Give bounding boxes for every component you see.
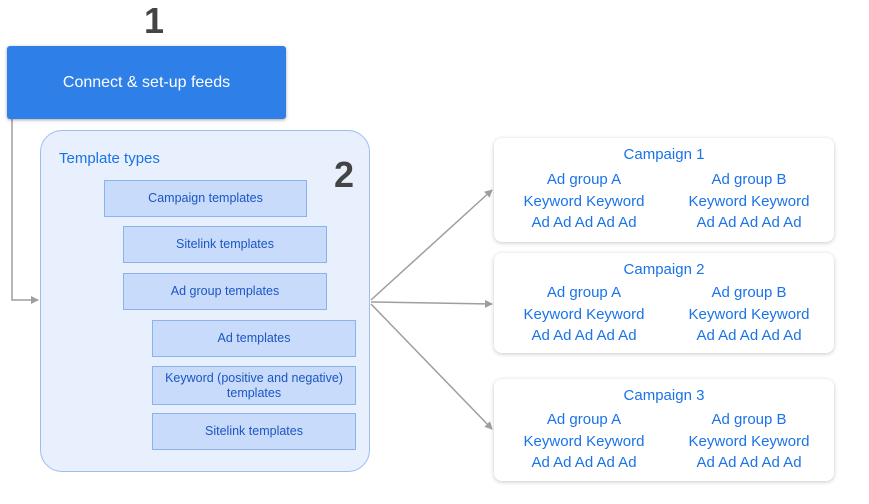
keywords-line: Keyword Keyword (688, 432, 810, 450)
arrow-to-campaign-2 (370, 299, 493, 308)
ad-group-column: Ad group B Keyword Keyword Ad Ad Ad Ad A… (664, 282, 834, 347)
ad-group-name: Ad group A (546, 411, 622, 428)
ad-templates-box[interactable]: Ad templates (152, 320, 356, 357)
ad-group-templates-box[interactable]: Ad group templates (123, 273, 327, 310)
keyword-templates-box[interactable]: Keyword (positive and negative) template… (152, 366, 356, 405)
ad-group-name: Ad group B (711, 284, 787, 301)
ad-group-column: Ad group A Keyword Keyword Ad Ad Ad Ad A… (499, 169, 669, 234)
arrow-to-campaign-1 (370, 189, 493, 301)
keywords-line: Keyword Keyword (688, 305, 810, 323)
ad-group-column: Ad group A Keyword Keyword Ad Ad Ad Ad A… (499, 409, 669, 474)
campaign-title: Campaign 2 (623, 261, 705, 278)
ads-line: Ad Ad Ad Ad Ad (696, 454, 802, 471)
ads-line: Ad Ad Ad Ad Ad (696, 327, 802, 344)
ads-line: Ad Ad Ad Ad Ad (531, 327, 637, 344)
arrow-to-campaign-3 (370, 303, 493, 430)
sitelink-templates-box[interactable]: Sitelink templates (123, 226, 327, 263)
step-number-2: 2 (334, 154, 355, 195)
ad-group-name: Ad group A (546, 284, 622, 301)
keywords-line: Keyword Keyword (688, 192, 810, 210)
template-types-title: Template types (59, 150, 160, 167)
campaign-templates-box[interactable]: Campaign templates (104, 180, 307, 217)
keywords-line: Keyword Keyword (523, 305, 645, 323)
ads-line: Ad Ad Ad Ad Ad (531, 214, 637, 231)
campaign-card: Campaign 3 Ad group A Keyword Keyword Ad… (494, 379, 834, 481)
campaign-title: Campaign 1 (623, 146, 705, 163)
feeds-to-templates-connector (11, 119, 39, 304)
ad-group-column: Ad group B Keyword Keyword Ad Ad Ad Ad A… (664, 169, 834, 234)
sitelink-templates-box-2[interactable]: Sitelink templates (152, 413, 356, 450)
campaign-card: Campaign 1 Ad group A Keyword Keyword Ad… (494, 138, 834, 242)
ad-group-name: Ad group B (711, 411, 787, 428)
ads-line: Ad Ad Ad Ad Ad (696, 214, 802, 231)
campaign-title: Campaign 3 (623, 387, 705, 404)
ad-group-name: Ad group B (711, 171, 787, 188)
ads-line: Ad Ad Ad Ad Ad (531, 454, 637, 471)
ad-group-name: Ad group A (546, 171, 622, 188)
ad-group-column: Ad group B Keyword Keyword Ad Ad Ad Ad A… (664, 409, 834, 474)
ad-group-column: Ad group A Keyword Keyword Ad Ad Ad Ad A… (499, 282, 669, 347)
keywords-line: Keyword Keyword (523, 432, 645, 450)
keywords-line: Keyword Keyword (523, 192, 645, 210)
connect-feeds-button[interactable]: Connect & set-up feeds (7, 46, 286, 119)
step-number-1: 1 (144, 0, 165, 41)
campaign-card: Campaign 2 Ad group A Keyword Keyword Ad… (494, 253, 834, 353)
